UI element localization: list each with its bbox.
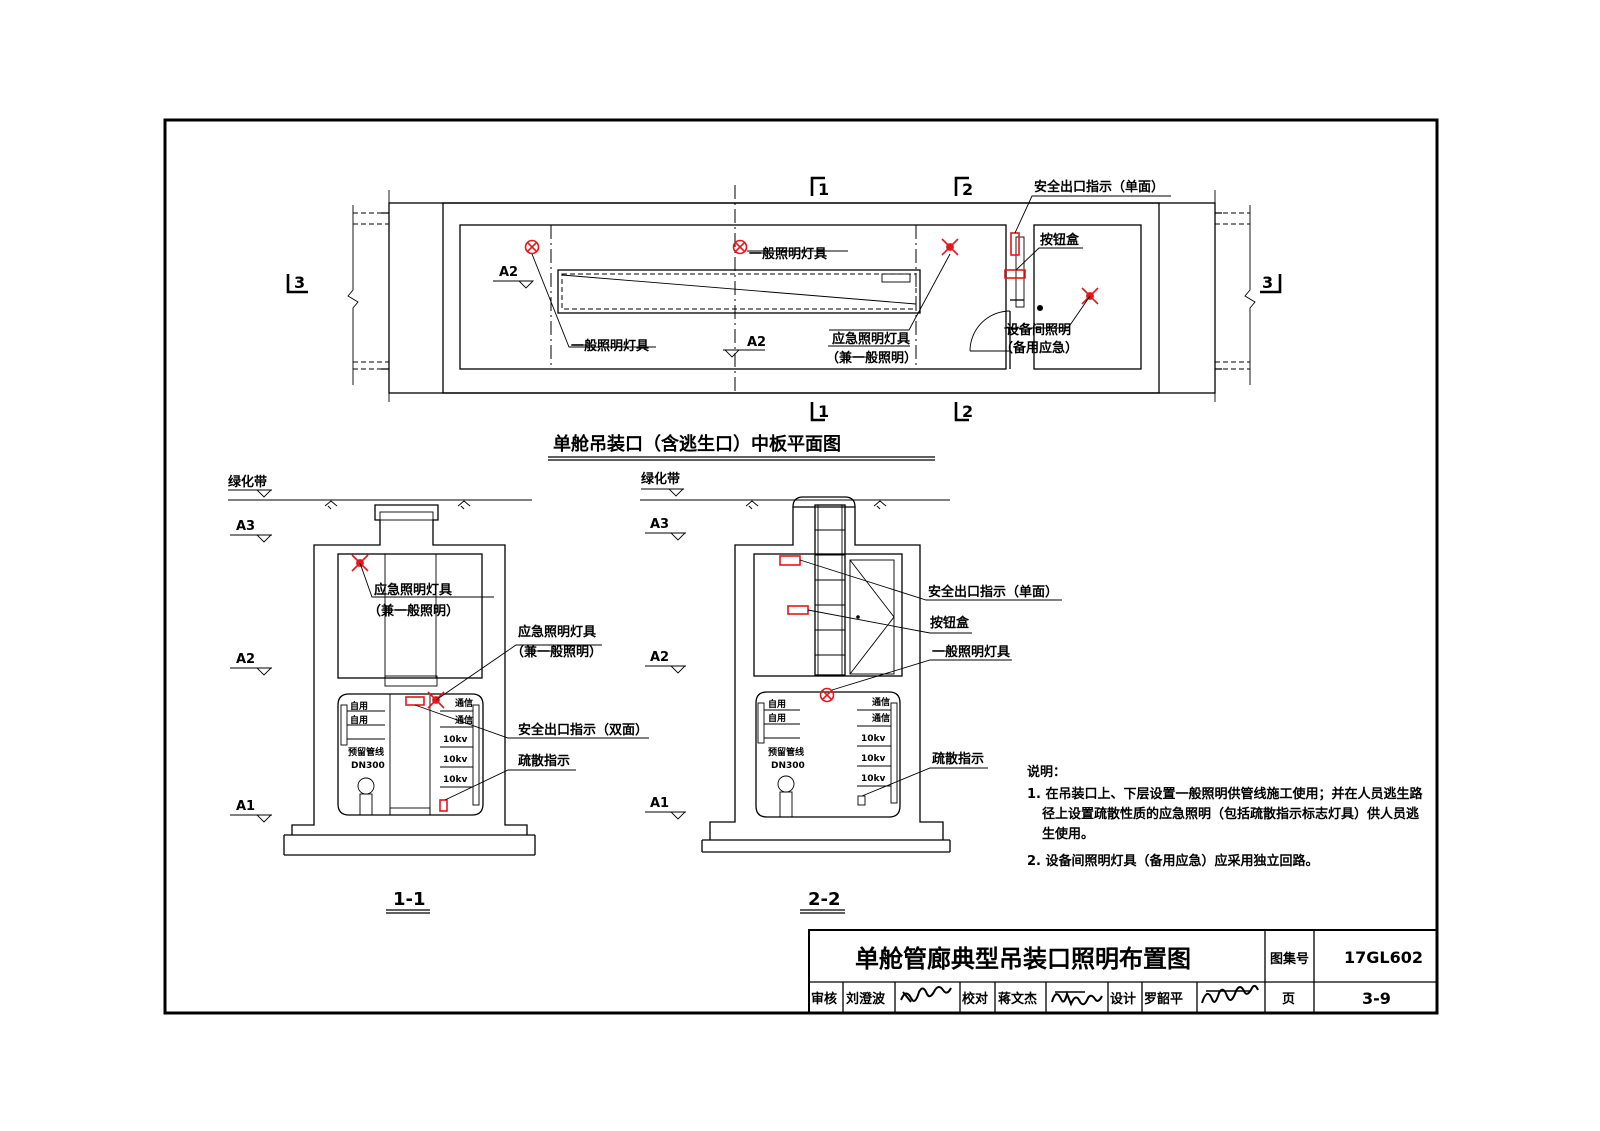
svg-text:按钮盒: 按钮盒 <box>930 615 970 631</box>
button-box-icon <box>1004 269 1026 279</box>
title-block: 单舱管廊典型吊装口照明布置图 图集号 17GL602 审核 刘澄波 校对 蒋文杰… <box>808 929 1438 1014</box>
svg-text:校对: 校对 <box>962 991 988 1007</box>
svg-text:疏散指示: 疏散指示 <box>518 753 570 769</box>
svg-text:10kv: 10kv <box>443 735 468 745</box>
svg-text:A1: A1 <box>236 799 255 814</box>
svg-text:10kv: 10kv <box>443 775 468 785</box>
emergency-light-icon <box>941 238 959 256</box>
plan-view: 1 2 1 2 3 3 A2 A2 <box>286 176 1282 461</box>
sheet-frame <box>163 118 1439 1015</box>
section-2-2-title: 2-2 <box>808 889 841 910</box>
svg-text:A1: A1 <box>650 796 669 811</box>
svg-text:设计: 设计 <box>1110 991 1136 1007</box>
section-1-1: 绿化带 A3 A2 A1 <box>228 474 649 914</box>
svg-text:10kv: 10kv <box>861 734 886 744</box>
section-mark-3-right: 3 <box>1260 273 1282 294</box>
svg-text:A2: A2 <box>747 335 766 350</box>
svg-text:自用: 自用 <box>350 700 368 712</box>
svg-text:一般照明灯具: 一般照明灯具 <box>571 338 649 354</box>
svg-text:2: 2 <box>962 402 973 421</box>
plan-title: 单舱吊装口（含逃生口）中板平面图 <box>553 433 841 455</box>
level-a2-mid: A2 <box>723 335 766 358</box>
svg-text:应急照明灯具: 应急照明灯具 <box>518 624 596 640</box>
svg-text:（兼一般照明）: （兼一般照明） <box>368 603 459 619</box>
level-a2-left: A2 <box>493 265 534 289</box>
svg-text:通信: 通信 <box>872 696 890 708</box>
svg-text:页: 页 <box>1282 992 1295 1007</box>
svg-text:图集号: 图集号 <box>1270 951 1309 967</box>
page-number: 3-9 <box>1362 989 1391 1008</box>
section-mark-1-top: 1 <box>810 176 829 199</box>
svg-text:自用: 自用 <box>768 712 786 724</box>
svg-text:通信: 通信 <box>455 714 473 726</box>
switch-icon <box>1037 305 1043 311</box>
svg-text:（备用应急）: （备用应急） <box>1000 340 1078 356</box>
svg-text:A2: A2 <box>499 265 518 280</box>
svg-text:（兼一般照明）: （兼一般照明） <box>511 644 602 660</box>
svg-text:1: 1 <box>818 180 829 199</box>
button-box-icon <box>787 605 809 615</box>
svg-text:径上设置疏散性质的应急照明（包括疏散指示标志灯具）供人员逃: 径上设置疏散性质的应急照明（包括疏散指示标志灯具）供人员逃 <box>1042 806 1420 822</box>
signature-reviewer <box>900 986 952 1003</box>
svg-text:1. 在吊装口上、下层设置一般照明供管线施工使用；并在人员逃: 1. 在吊装口上、下层设置一般照明供管线施工使用；并在人员逃生路 <box>1027 786 1424 802</box>
svg-text:自用: 自用 <box>350 714 368 726</box>
atlas-number: 17GL602 <box>1344 948 1423 967</box>
svg-text:绿化带: 绿化带 <box>641 471 680 487</box>
section-2-2: 绿化带 A3 A2 A1 <box>640 471 1062 914</box>
svg-text:按钮盒: 按钮盒 <box>1040 232 1080 248</box>
svg-text:罗韶平: 罗韶平 <box>1144 991 1183 1007</box>
exit-sign-icon <box>779 555 801 566</box>
section-1-1-title: 1-1 <box>393 889 426 910</box>
svg-text:疏散指示: 疏散指示 <box>932 751 984 767</box>
signature-designer <box>1201 984 1259 1004</box>
section-mark-3-left: 3 <box>286 273 308 294</box>
svg-text:2. 设备间照明灯具（备用应急）应采用独立回路。: 2. 设备间照明灯具（备用应急）应采用独立回路。 <box>1027 853 1319 869</box>
general-light-icon <box>819 687 835 703</box>
svg-text:说明：: 说明： <box>1027 764 1066 780</box>
svg-text:1: 1 <box>818 402 829 421</box>
svg-text:审核: 审核 <box>811 991 837 1007</box>
svg-text:蒋文杰: 蒋文杰 <box>998 991 1037 1007</box>
svg-text:DN300: DN300 <box>771 761 805 771</box>
svg-text:通信: 通信 <box>455 697 473 709</box>
section-mark-1-bottom: 1 <box>810 402 829 422</box>
svg-text:生使用。: 生使用。 <box>1042 826 1094 842</box>
svg-text:绿化带: 绿化带 <box>228 474 267 490</box>
svg-text:10kv: 10kv <box>443 755 468 765</box>
notes: 说明： 1. 在吊装口上、下层设置一般照明供管线施工使用；并在人员逃生路 径上设… <box>1027 764 1424 869</box>
svg-text:DN300: DN300 <box>351 761 385 771</box>
svg-text:（兼一般照明）: （兼一般照明） <box>826 350 917 366</box>
exit-sign-icon <box>405 696 425 706</box>
svg-text:应急照明灯具: 应急照明灯具 <box>374 582 452 598</box>
svg-text:A3: A3 <box>650 517 669 532</box>
svg-text:一般照明灯具: 一般照明灯具 <box>932 644 1010 660</box>
svg-text:安全出口指示（单面）: 安全出口指示（单面） <box>928 584 1058 600</box>
svg-text:一般照明灯具: 一般照明灯具 <box>749 246 827 262</box>
signature-checker <box>1051 990 1103 1007</box>
svg-text:A3: A3 <box>236 519 255 534</box>
svg-text:通信: 通信 <box>872 712 890 724</box>
evacuation-sign-icon <box>439 799 448 812</box>
drawing-title: 单舱管廊典型吊装口照明布置图 <box>855 945 1191 973</box>
svg-text:3: 3 <box>294 273 305 292</box>
svg-text:安全出口指示（双面）: 安全出口指示（双面） <box>518 722 648 738</box>
general-light-icon <box>524 239 540 255</box>
svg-text:预留管线: 预留管线 <box>348 746 384 758</box>
svg-text:A2: A2 <box>236 652 255 667</box>
svg-text:刘澄波: 刘澄波 <box>846 991 886 1007</box>
svg-text:自用: 自用 <box>768 698 786 710</box>
svg-text:10kv: 10kv <box>861 774 886 784</box>
svg-text:预留管线: 预留管线 <box>768 746 804 758</box>
svg-text:3: 3 <box>1262 273 1273 292</box>
section-mark-2-bottom: 2 <box>954 402 973 422</box>
section-mark-2-top: 2 <box>954 176 973 199</box>
svg-text:10kv: 10kv <box>861 754 886 764</box>
exit-sign-icon <box>1010 232 1020 256</box>
svg-text:安全出口指示（单面）: 安全出口指示（单面） <box>1034 179 1164 195</box>
svg-text:应急照明灯具: 应急照明灯具 <box>832 331 910 347</box>
svg-text:设备间照明: 设备间照明 <box>1006 322 1071 338</box>
svg-text:A2: A2 <box>650 650 669 665</box>
svg-text:2: 2 <box>962 180 973 199</box>
